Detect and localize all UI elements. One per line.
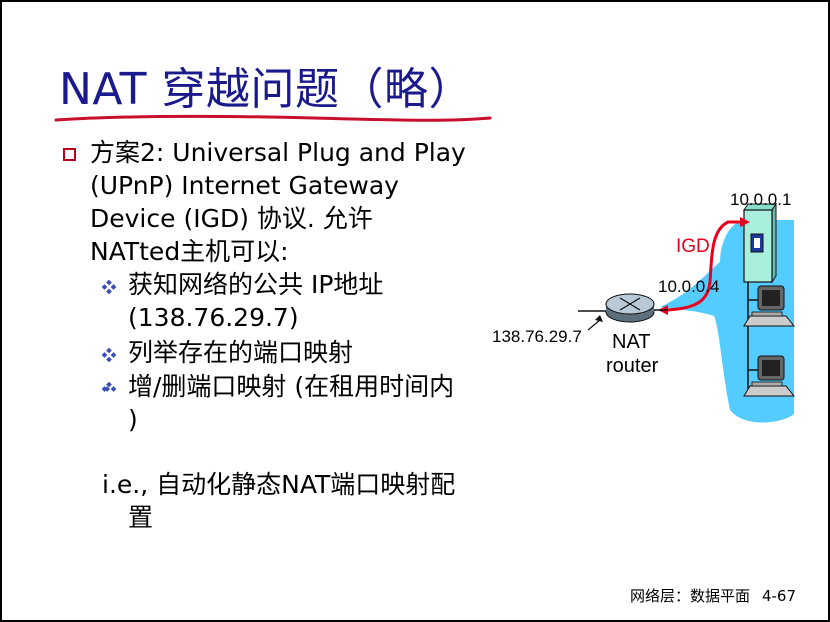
server-icon — [743, 202, 777, 284]
sub-bullet: 列举存在的端口映射 — [102, 336, 502, 369]
nat-diagram: 10.0.0.1 10.0.0.4 IGD 138.76.29.7 NAT ro… — [492, 190, 796, 423]
main-bullet: 方案2: Universal Plug and Play (UPnP) Inte… — [90, 136, 500, 268]
computer-icon — [743, 355, 796, 397]
diamond-bullet-icon — [102, 348, 116, 362]
router-icon — [605, 293, 655, 323]
main-bullet-line: (UPnP) Internet Gateway — [90, 171, 399, 200]
sub-bullet-text: ) — [128, 405, 138, 434]
sub-bullet-text: 列举存在的端口映射 — [128, 338, 354, 367]
checkbox-bullet-icon — [63, 148, 76, 161]
sub-bullet: 增/删端口映射 (在租用时间内 ) — [102, 370, 502, 436]
page-number: 4-67 — [761, 587, 796, 605]
igd-arrow — [667, 220, 740, 312]
sub-bullet-text: (138.76.29.7) — [128, 303, 299, 332]
computer-icon — [743, 285, 796, 327]
main-bullet-line: 方案2: Universal Plug and Play — [90, 138, 466, 167]
router-label: NAT — [612, 331, 651, 353]
igd-label: IGD — [676, 236, 710, 257]
ie-note-line: 置 — [128, 503, 154, 532]
ie-note: i.e., 自动化静态NAT端口映射配 置 — [102, 468, 502, 534]
router-label: router — [606, 355, 659, 377]
diamond-bullet-icon — [102, 280, 116, 294]
page-title: NAT 穿越问题（略） — [59, 64, 473, 115]
sub-bullet: 获知网络的公共 IP地址 (138.76.29.7) — [102, 268, 502, 334]
ie-note-line: i.e., 自动化静态NAT端口映射配 — [102, 470, 456, 499]
title-underline — [54, 114, 492, 122]
ip-public: 138.76.29.7 — [492, 327, 582, 346]
footer-text: 网络层：数据平面 — [629, 587, 750, 605]
sub-bullet-text: 获知网络的公共 IP地址 — [128, 270, 384, 299]
main-bullet-line: Device (IGD) 协议. 允许 — [90, 204, 373, 233]
diamond-bullet-icon — [102, 382, 116, 392]
ip-igd-host: 10.0.0.1 — [730, 190, 791, 209]
ip-router-inside: 10.0.0.4 — [658, 277, 719, 296]
main-bullet-line: NATted主机可以: — [90, 237, 289, 266]
sub-bullet-text: 增/删端口映射 (在租用时间内 — [128, 372, 455, 401]
footer: 网络层：数据平面 4-67 — [630, 585, 796, 606]
